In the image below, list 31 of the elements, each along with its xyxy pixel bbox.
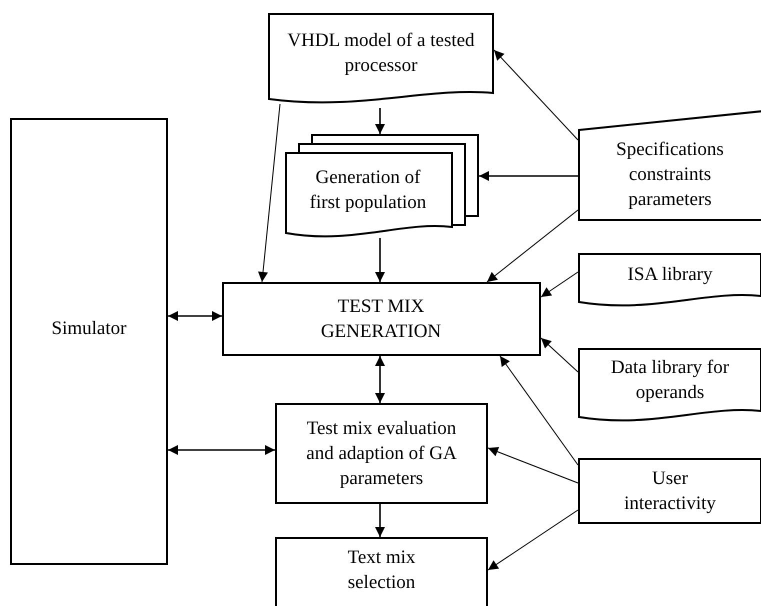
process-box bbox=[275, 403, 488, 504]
node-label: User interactivity bbox=[623, 467, 717, 516]
arrow bbox=[375, 108, 385, 134]
arrow bbox=[540, 272, 578, 298]
process-box bbox=[222, 282, 541, 356]
node-label: Test mix evaluation and adaption of GA parameters bbox=[305, 417, 458, 491]
arrow bbox=[494, 50, 578, 140]
arrow bbox=[540, 338, 578, 372]
manual-input-shape bbox=[578, 110, 761, 221]
arrow bbox=[375, 504, 385, 537]
node-label: Specifications constraints parameters bbox=[615, 138, 725, 212]
node-label: Data library for operands bbox=[610, 356, 730, 405]
arrow bbox=[168, 445, 275, 455]
arrow bbox=[500, 356, 578, 466]
arrow bbox=[375, 356, 385, 403]
process-box bbox=[275, 537, 488, 606]
simulator-box bbox=[10, 118, 168, 565]
arrow bbox=[488, 446, 578, 484]
arrow bbox=[168, 311, 222, 321]
arrow bbox=[479, 171, 578, 181]
arrow bbox=[486, 210, 578, 282]
arrow bbox=[488, 510, 578, 570]
node-label: ISA library bbox=[628, 262, 712, 286]
node-label: TEST MIX GENERATION bbox=[320, 295, 442, 344]
node-label: Simulator bbox=[52, 316, 126, 340]
arrow bbox=[258, 104, 280, 282]
node-label: Generation of first population bbox=[308, 166, 428, 215]
process-box bbox=[578, 458, 761, 524]
node-label: Text mix selection bbox=[346, 546, 416, 595]
arrow bbox=[375, 238, 385, 282]
node-label: VHDL model of a tested processor bbox=[286, 29, 476, 78]
